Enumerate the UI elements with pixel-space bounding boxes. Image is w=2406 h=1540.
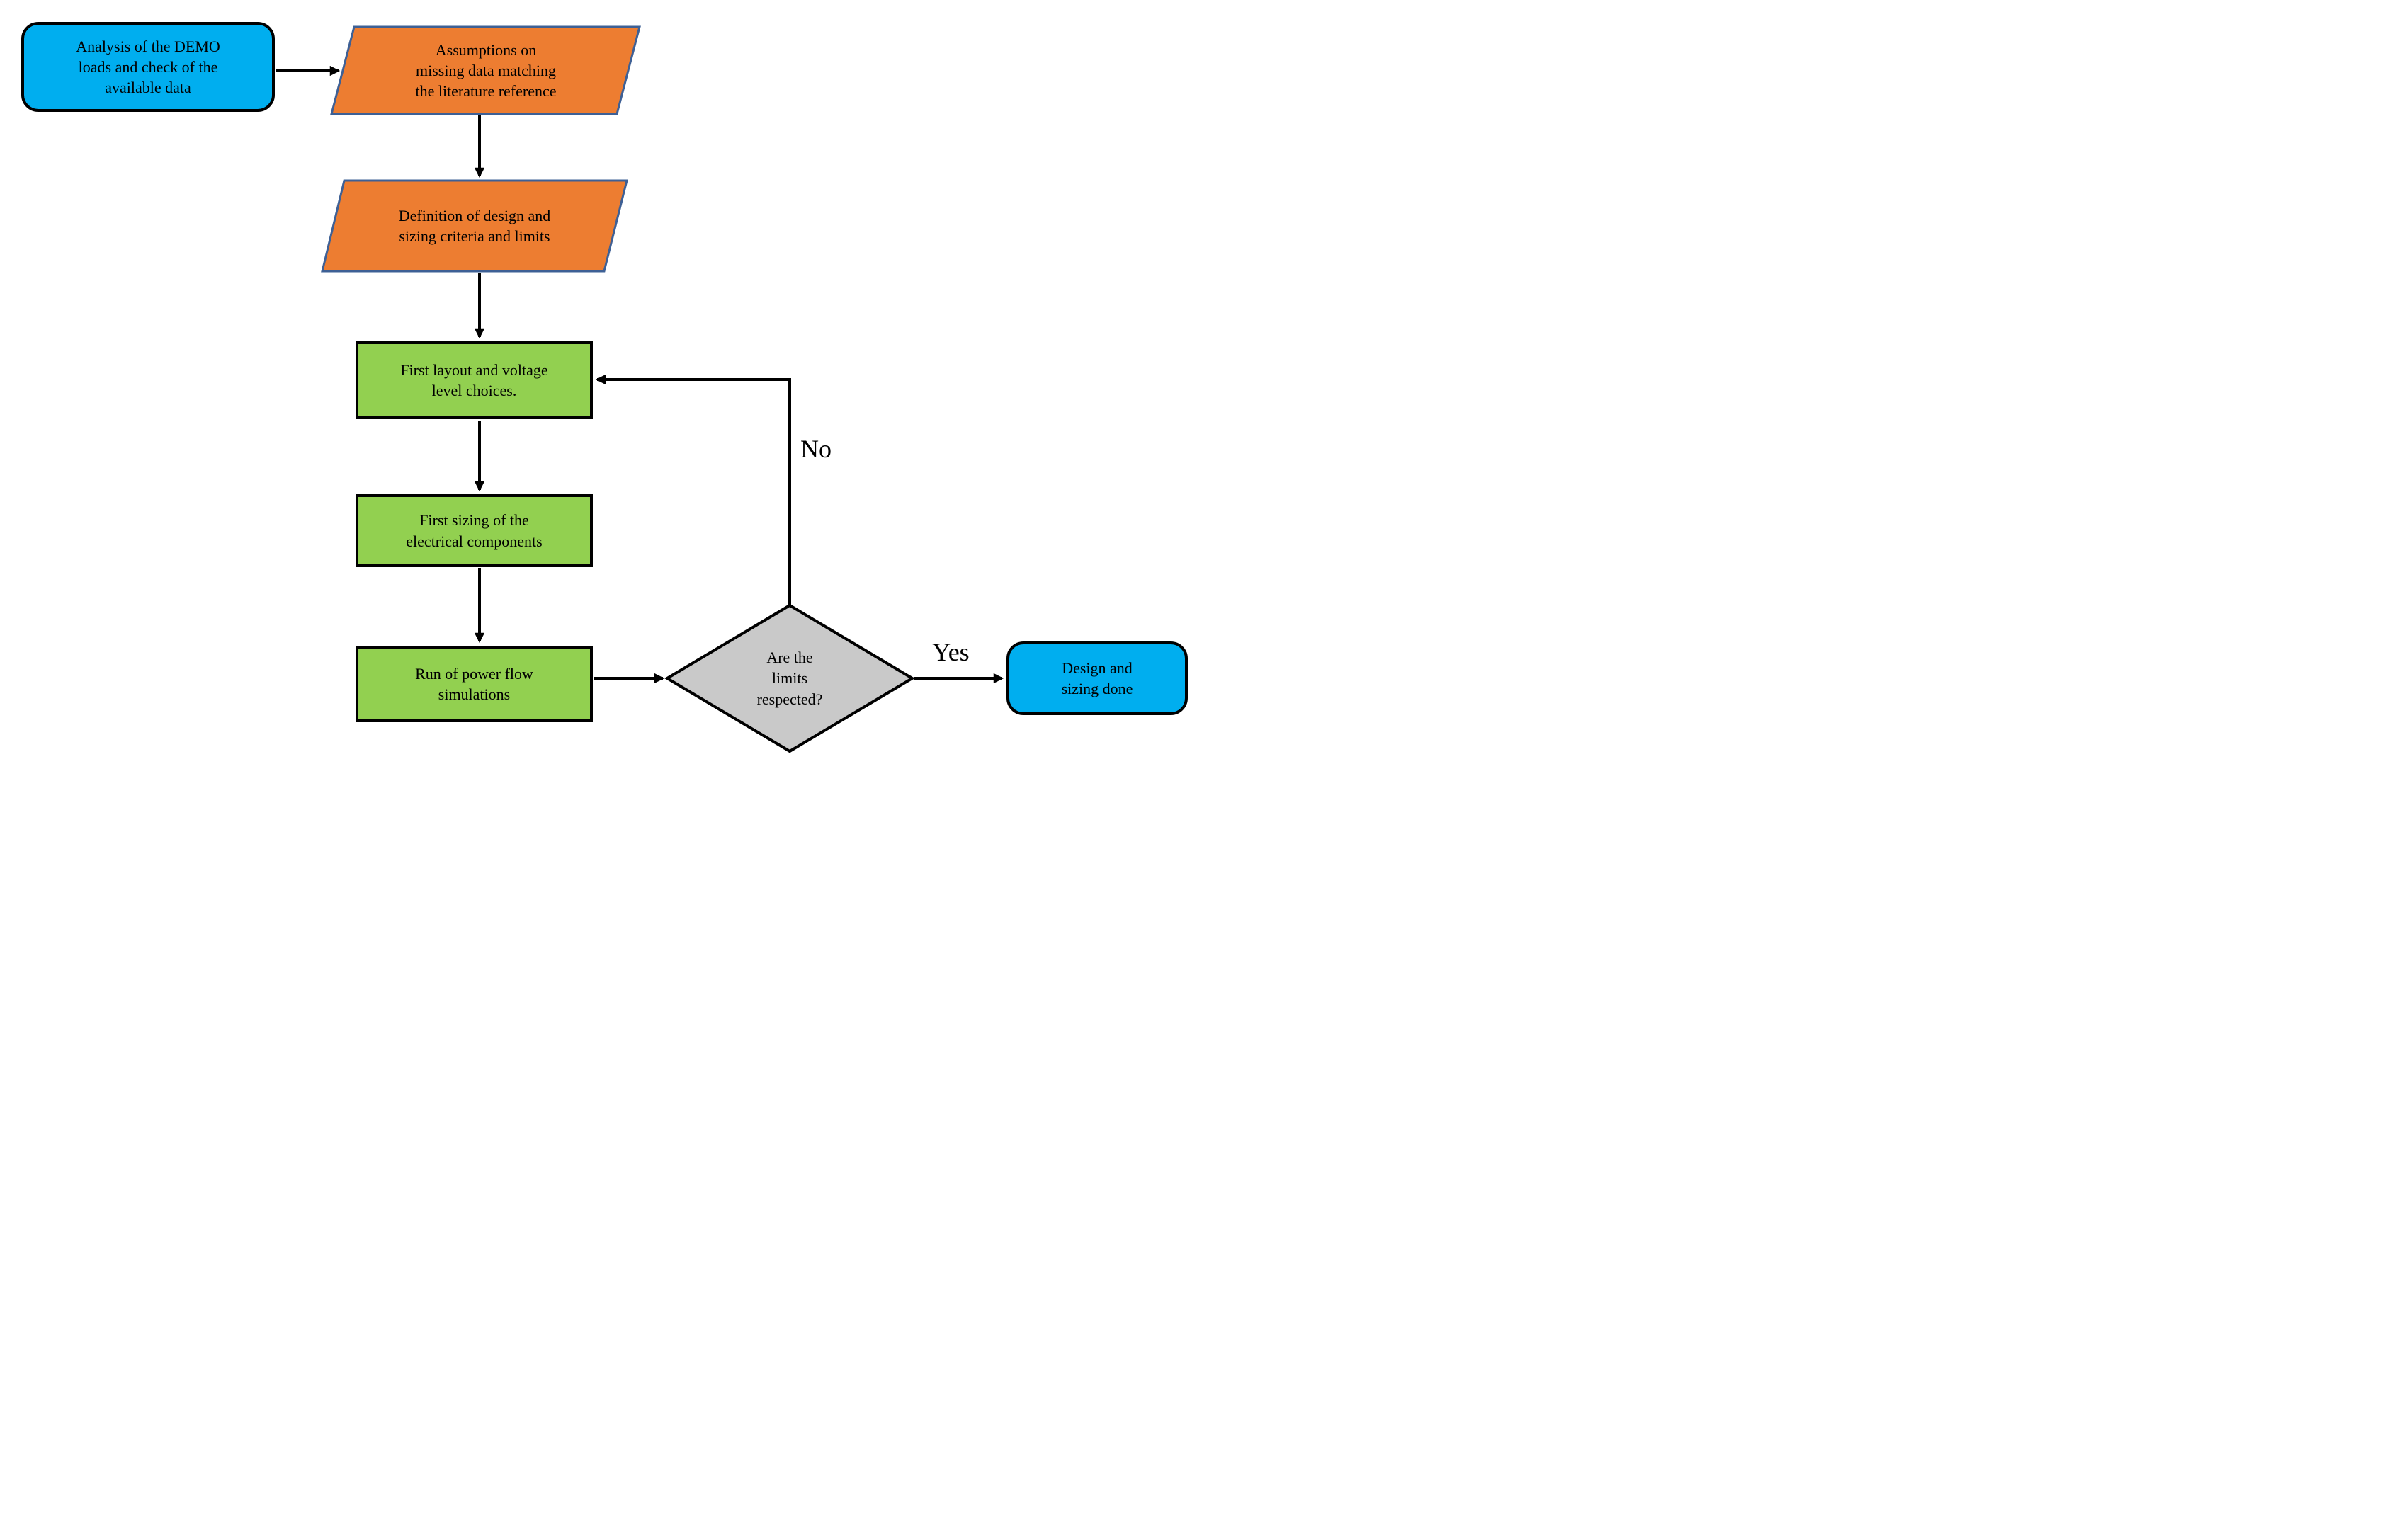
node-analysis-label: Analysis of the DEMO loads and check of … <box>76 37 220 97</box>
flowchart-canvas: Analysis of the DEMO loads and check of … <box>0 0 1203 770</box>
node-sizing: First sizing of the electrical component… <box>356 494 593 567</box>
node-done: Design and sizing done <box>1006 641 1188 715</box>
node-decision-label: Are the limits respected? <box>756 649 823 708</box>
node-done-label: Design and sizing done <box>1061 658 1133 697</box>
node-powerflow: Run of power flow simulations <box>356 646 593 722</box>
node-layout-label: First layout and voltage level choices. <box>400 360 548 399</box>
diamond-limits-decision <box>664 603 915 753</box>
parallelogram-criteria <box>321 179 628 273</box>
node-analysis: Analysis of the DEMO loads and check of … <box>21 22 275 112</box>
edge-label-yes: Yes <box>932 638 970 666</box>
node-criteria-label: Definition of design and sizing criteria… <box>398 206 551 245</box>
parallelogram-assumptions <box>330 25 641 115</box>
edge-decision-no-to-layout <box>595 374 791 607</box>
flowchart-connectors-layer <box>276 25 1004 753</box>
edge-label-no: No <box>800 435 832 463</box>
node-decision: Are the limits respected? <box>688 609 891 748</box>
node-assumptions: Assumptions on missing data matching the… <box>344 27 628 114</box>
node-layout: First layout and voltage level choices. <box>356 341 593 419</box>
node-sizing-label: First sizing of the electrical component… <box>406 511 543 550</box>
node-powerflow-label: Run of power flow simulations <box>415 664 533 703</box>
node-assumptions-label: Assumptions on missing data matching the… <box>415 40 557 101</box>
node-criteria: Definition of design and sizing criteria… <box>334 181 615 271</box>
